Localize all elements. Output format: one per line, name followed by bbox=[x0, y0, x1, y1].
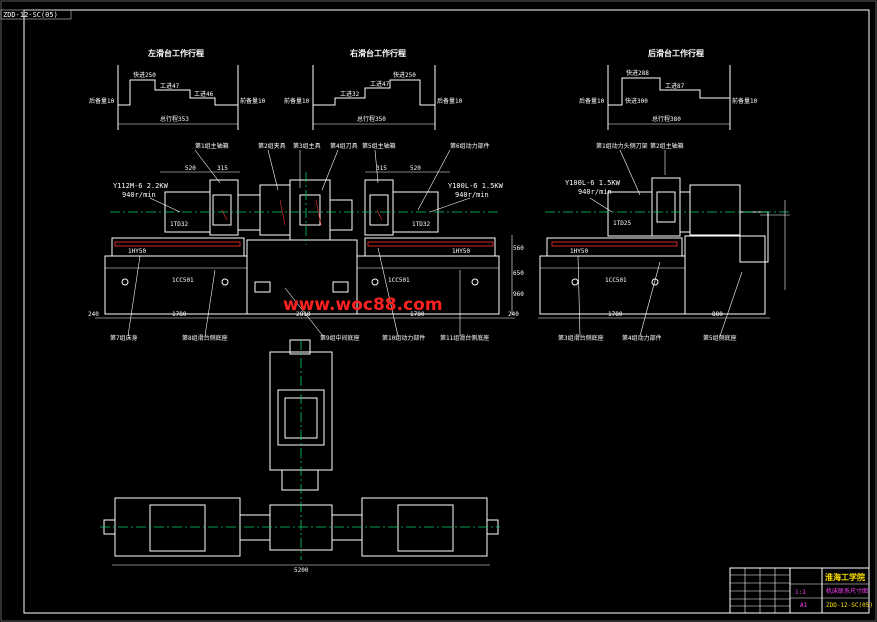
motor-speed: 940r/min bbox=[455, 191, 489, 199]
stroke-label: 前备量10 bbox=[732, 97, 758, 105]
head-label: 1TD25 bbox=[613, 220, 631, 227]
drawing-name: 机床联系尺寸图 bbox=[826, 587, 868, 595]
stroke-label: 快进300 bbox=[625, 97, 648, 105]
stroke-label: 后备量10 bbox=[579, 97, 605, 105]
callout-label: 第4组刀具 bbox=[330, 142, 358, 150]
callout-label: 第3组滑台侧底座 bbox=[558, 334, 604, 342]
callout-label: 第5组主轴箱 bbox=[362, 142, 396, 150]
drawing-code-block: ZDD-12-SC(05) bbox=[826, 602, 873, 609]
plan-view: 5200 bbox=[100, 339, 500, 574]
stroke-label: 工进47 bbox=[370, 80, 390, 88]
stroke-label: 工进32 bbox=[340, 90, 360, 98]
callout-label: 第11组滑台侧底座 bbox=[440, 334, 489, 342]
inner-frame bbox=[23, 9, 870, 614]
stroke-title: 后滑台工作行程 bbox=[648, 48, 704, 58]
callout-label: 第10组动力部件 bbox=[382, 334, 425, 342]
motor-speed: 940r/min bbox=[578, 188, 612, 196]
slide-label: 1HY50 bbox=[452, 248, 470, 255]
school-name: 淮海工学院 bbox=[825, 572, 865, 582]
front-view: 520 315 315 520 1TD32 1TD32 1HY50 1HY50 … bbox=[88, 142, 524, 342]
dim-label: 315 bbox=[217, 165, 228, 172]
code-box bbox=[0, 9, 72, 20]
base-label: 1CC501 bbox=[388, 277, 410, 284]
dim-label: 240 bbox=[508, 311, 519, 318]
dim-label: 960 bbox=[513, 291, 524, 298]
stroke-diagram-center: 右滑台工作行程 快进250 工进47 工进32 前备量10 后备量10 总行程3… bbox=[284, 48, 463, 130]
dim-label: 315 bbox=[376, 165, 387, 172]
dim-label: 1780 bbox=[608, 311, 623, 318]
stroke-label: 快进250 bbox=[133, 71, 156, 79]
motor-model: Y112M-6 2.2KW bbox=[113, 182, 169, 190]
callout-label: 第1组动力头侧刀架 bbox=[596, 142, 648, 150]
callout-label: 第9组中间底座 bbox=[320, 334, 360, 342]
drawing-code: ZDD-12-SC(05) bbox=[3, 11, 58, 19]
callout-label: 第4组动力部件 bbox=[622, 334, 662, 342]
base-label: 1CC501 bbox=[605, 277, 627, 284]
stroke-label: 总行程353 bbox=[160, 115, 189, 123]
title-block: 淮海工学院 机床联系尺寸图 ZDD-12-SC(05) 1:1 A1 bbox=[729, 567, 873, 614]
callout-label: 第2组夹具 bbox=[258, 142, 286, 150]
stroke-label: 工进47 bbox=[160, 82, 180, 90]
stroke-label: 快进288 bbox=[626, 69, 649, 77]
dim-label: 1780 bbox=[172, 311, 187, 318]
callout-label: 第2组主轴箱 bbox=[650, 142, 684, 150]
callout-label: 第5组侧底座 bbox=[703, 334, 737, 342]
stroke-label: 总行程350 bbox=[357, 115, 386, 123]
head-label: 1TD32 bbox=[170, 221, 188, 228]
watermark: www.woc88.com bbox=[283, 295, 443, 315]
callout-label: 第7组床身 bbox=[110, 334, 138, 342]
dim-label: 650 bbox=[513, 270, 524, 277]
dim-label: 2810 bbox=[296, 311, 311, 318]
dim-label: 5200 bbox=[294, 567, 309, 574]
stroke-label: 前备量10 bbox=[240, 97, 266, 105]
stroke-label: 后备量10 bbox=[437, 97, 463, 105]
head-label: 1TD32 bbox=[412, 221, 430, 228]
dim-label: 1780 bbox=[410, 311, 425, 318]
dim-label: 520 bbox=[410, 165, 421, 172]
dim-label: 520 bbox=[185, 165, 196, 172]
stroke-diagram-rear: 后滑台工作行程 快进288 工进87 后备量10 快进300 前备量10 总行程… bbox=[579, 48, 758, 130]
stroke-label: 工进87 bbox=[665, 82, 685, 90]
stroke-title: 左滑台工作行程 bbox=[147, 48, 204, 58]
scale: 1:1 bbox=[795, 589, 806, 596]
callout-label: 第1组主轴箱 bbox=[195, 142, 229, 150]
callout-label: 第3组主具 bbox=[293, 142, 321, 150]
stroke-label: 快进250 bbox=[393, 71, 416, 79]
stroke-diagram-left: 左滑台工作行程 快进250 工进47 工进46 后备量10 前备量10 总行程3… bbox=[89, 48, 266, 130]
stroke-label: 总行程380 bbox=[652, 115, 681, 123]
motor-model: Y100L-6 1.5KW bbox=[448, 182, 504, 190]
dim-label: 560 bbox=[513, 245, 524, 252]
stroke-label: 工进46 bbox=[194, 90, 214, 98]
callout-label: 第6组动力部件 bbox=[450, 142, 490, 150]
stroke-label: 后备量10 bbox=[89, 97, 115, 105]
slide-label: 1HY50 bbox=[570, 248, 588, 255]
motor-speed: 940r/min bbox=[122, 191, 156, 199]
dim-label: 880 bbox=[712, 311, 723, 318]
stroke-label: 前备量10 bbox=[284, 97, 310, 105]
sheet-size: A1 bbox=[800, 602, 808, 609]
base-label: 1CC501 bbox=[172, 277, 194, 284]
side-view: 第1组动力头侧刀架 第2组主轴箱 Y100L-6 1.5KW 940r/min … bbox=[538, 142, 790, 342]
motor-model: Y100L-6 1.5KW bbox=[565, 179, 621, 187]
dim-label: 240 bbox=[88, 311, 99, 318]
callout-label: 第8组滑台侧底座 bbox=[182, 334, 228, 342]
slide-label: 1HY50 bbox=[128, 248, 146, 255]
stroke-title: 右滑台工作行程 bbox=[349, 48, 406, 58]
